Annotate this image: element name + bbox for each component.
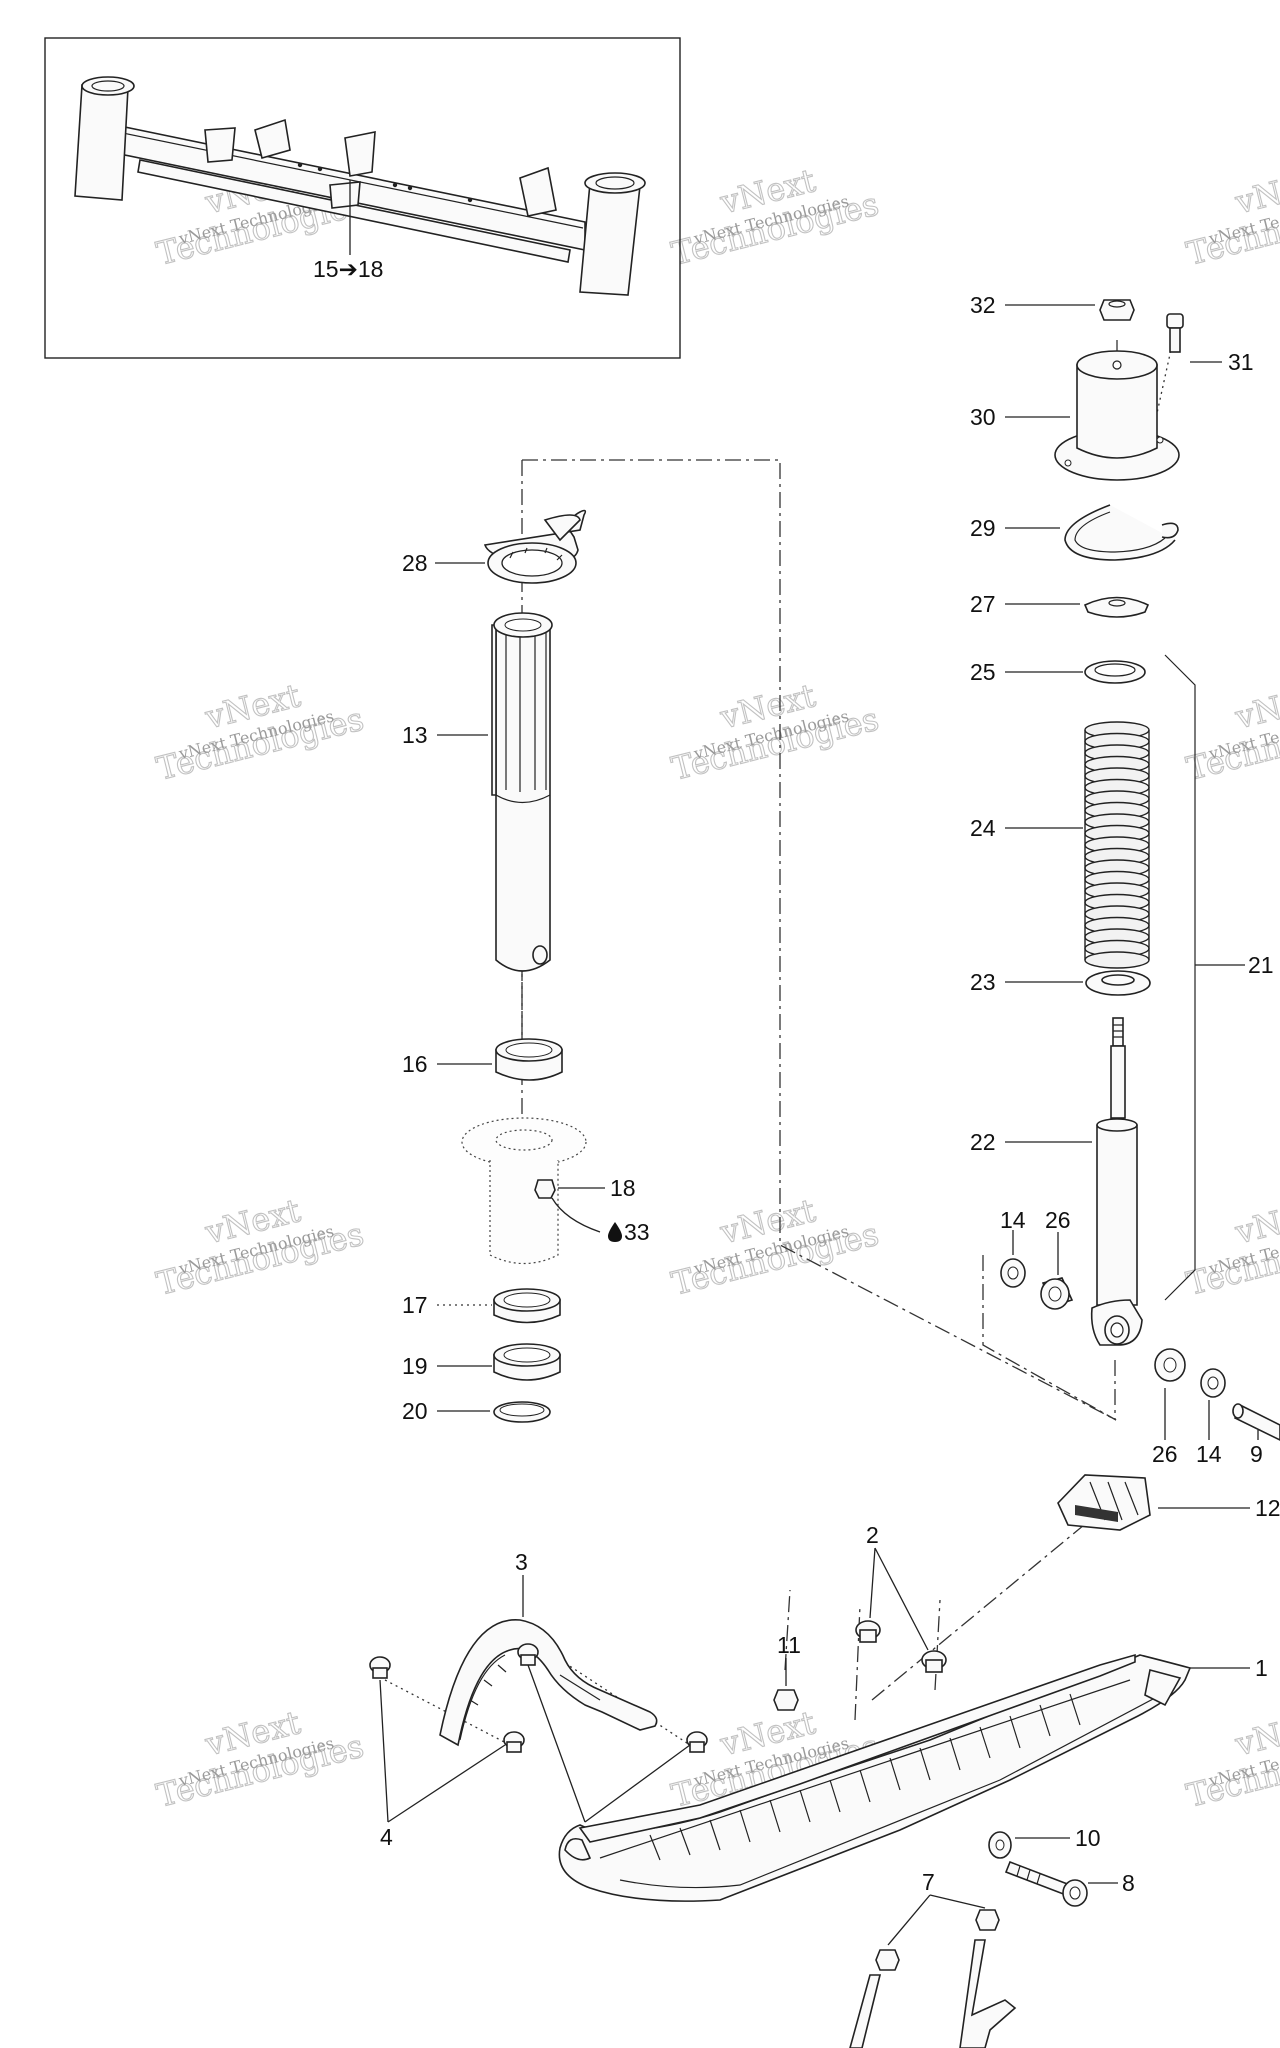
washer-part-10[interactable] [988, 1831, 1012, 1859]
circlip-part-20[interactable] [493, 1401, 551, 1423]
callout-19: 19 [402, 1353, 428, 1379]
shock-cup-part-30[interactable] [1054, 350, 1180, 481]
callout-21: 21 [1248, 952, 1274, 978]
bolt-part-4a[interactable] [369, 1656, 391, 1679]
watermark: Technologies vNext Technologies vNext [1182, 1191, 1280, 1304]
callout-29: 29 [970, 515, 996, 541]
callout-23: 23 [970, 969, 996, 995]
bushing-part-17[interactable] [493, 1288, 561, 1324]
callout-27: 27 [970, 591, 996, 617]
callout-25: 25 [970, 659, 996, 685]
spring-coil [1084, 951, 1150, 969]
grease-fitting-part-18[interactable] [534, 1179, 556, 1199]
bolt-part-5a[interactable] [517, 1643, 539, 1666]
nut-part-11[interactable] [773, 1689, 799, 1711]
callout-14a: 14 [1000, 1207, 1026, 1233]
callout-28: 28 [402, 550, 428, 576]
callout-4: 4 [380, 1824, 393, 1850]
inset-border [44, 37, 681, 359]
callout-32: 32 [970, 292, 996, 318]
watermark: Technologies vNext Technologies vNext [1182, 676, 1280, 789]
bolt-part-31[interactable] [1166, 313, 1184, 353]
svg-text:vNext: vNext [1231, 1703, 1280, 1763]
bushing-part-26b[interactable] [1154, 1348, 1186, 1382]
spindle-housing-ghost [461, 1117, 587, 1264]
callout-30: 30 [970, 404, 996, 430]
callout-31: 31 [1228, 349, 1254, 375]
pin-part-9[interactable] [1232, 1403, 1280, 1441]
callout-20: 20 [402, 1398, 428, 1424]
watermark: Technologies vNext Technologies vNext [667, 161, 883, 274]
spring-part-24[interactable] [1084, 721, 1150, 969]
callout-26b: 26 [1152, 1441, 1178, 1467]
nut-part-32[interactable] [1099, 299, 1135, 321]
washer-part-14b[interactable] [1200, 1368, 1226, 1398]
callout-9: 9 [1250, 1441, 1263, 1467]
callout-16: 16 [402, 1051, 428, 1077]
bushing-part-2a[interactable] [855, 1620, 881, 1643]
drop-icon [608, 1222, 622, 1242]
callout-13: 13 [402, 722, 428, 748]
watermark: Technologies vNext Technologies vNext [152, 676, 368, 789]
callout-22: 22 [970, 1129, 996, 1155]
callout-17: 17 [402, 1292, 428, 1318]
callout-1: 1 [1255, 1655, 1268, 1681]
watermark: Technologies vNext Technologies vNext [667, 1191, 883, 1304]
callout-26a: 26 [1045, 1207, 1071, 1233]
svg-text:vNext: vNext [1231, 161, 1280, 221]
leader [527, 1664, 691, 1823]
bolt-part-8[interactable] [1004, 1860, 1088, 1907]
svg-text:vNext: vNext [1231, 676, 1280, 736]
bushing-part-19[interactable] [493, 1343, 561, 1381]
bushing-part-16[interactable] [495, 1038, 563, 1081]
leader [869, 1547, 929, 1651]
stopper-plate-part-28[interactable] [483, 509, 587, 584]
ski-cap-part-12[interactable] [1057, 1474, 1151, 1531]
washer-part-14a[interactable] [1000, 1258, 1026, 1288]
spring-outline [1084, 730, 1150, 960]
watermark: Technologies vNext Technologies vNext [1182, 161, 1280, 274]
bolt-part-4b[interactable] [503, 1731, 525, 1753]
bracket-21 [1164, 654, 1245, 1301]
callout-18: 18 [610, 1175, 636, 1201]
callout-14b: 14 [1196, 1441, 1222, 1467]
callout-15-18: 15➔18 [313, 256, 383, 282]
shock-absorber-part-22[interactable] [1090, 1017, 1143, 1346]
callout-12: 12 [1255, 1495, 1280, 1521]
frame-inset: 15➔18 [44, 37, 681, 359]
callout-10: 10 [1075, 1825, 1101, 1851]
nut-part-7b[interactable] [975, 1909, 1000, 1931]
leader [887, 1894, 986, 1946]
callout-8: 8 [1122, 1870, 1135, 1896]
svg-text:vNext: vNext [1231, 1191, 1280, 1251]
nut-part-7a[interactable] [875, 1949, 900, 1971]
callout-33: 33 [624, 1219, 650, 1245]
leader [551, 1197, 601, 1233]
retaining-ring-part-29[interactable] [1064, 504, 1179, 561]
callout-2: 2 [866, 1522, 879, 1548]
watermark: Technologies vNext Technologies vNext [152, 1703, 368, 1816]
ski-part-1[interactable] [558, 1653, 1192, 1902]
bushing-part-26a[interactable] [1040, 1277, 1074, 1310]
watermark: Technologies vNext Technologies vNext [1182, 1703, 1280, 1816]
skag-part[interactable] [849, 1939, 1017, 2048]
ski-loop-part-3[interactable] [439, 1619, 658, 1747]
callout-24: 24 [970, 815, 996, 841]
callout-7: 7 [922, 1869, 935, 1895]
callout-3: 3 [515, 1549, 528, 1575]
spindle-shaft-part-13[interactable] [491, 612, 553, 972]
bushing-part-2b[interactable] [921, 1650, 947, 1673]
cap-part-27[interactable] [1083, 596, 1150, 618]
leader [379, 1679, 506, 1823]
spring-seat-part-23[interactable] [1085, 970, 1151, 996]
bolt-part-5b[interactable] [686, 1731, 708, 1753]
callout-11: 11 [777, 1632, 801, 1658]
watermark: Technologies vNext Technologies vNext [152, 1191, 368, 1304]
clip-part-25[interactable] [1084, 660, 1146, 684]
watermark: Technologies vNext Technologies vNext [667, 676, 883, 789]
